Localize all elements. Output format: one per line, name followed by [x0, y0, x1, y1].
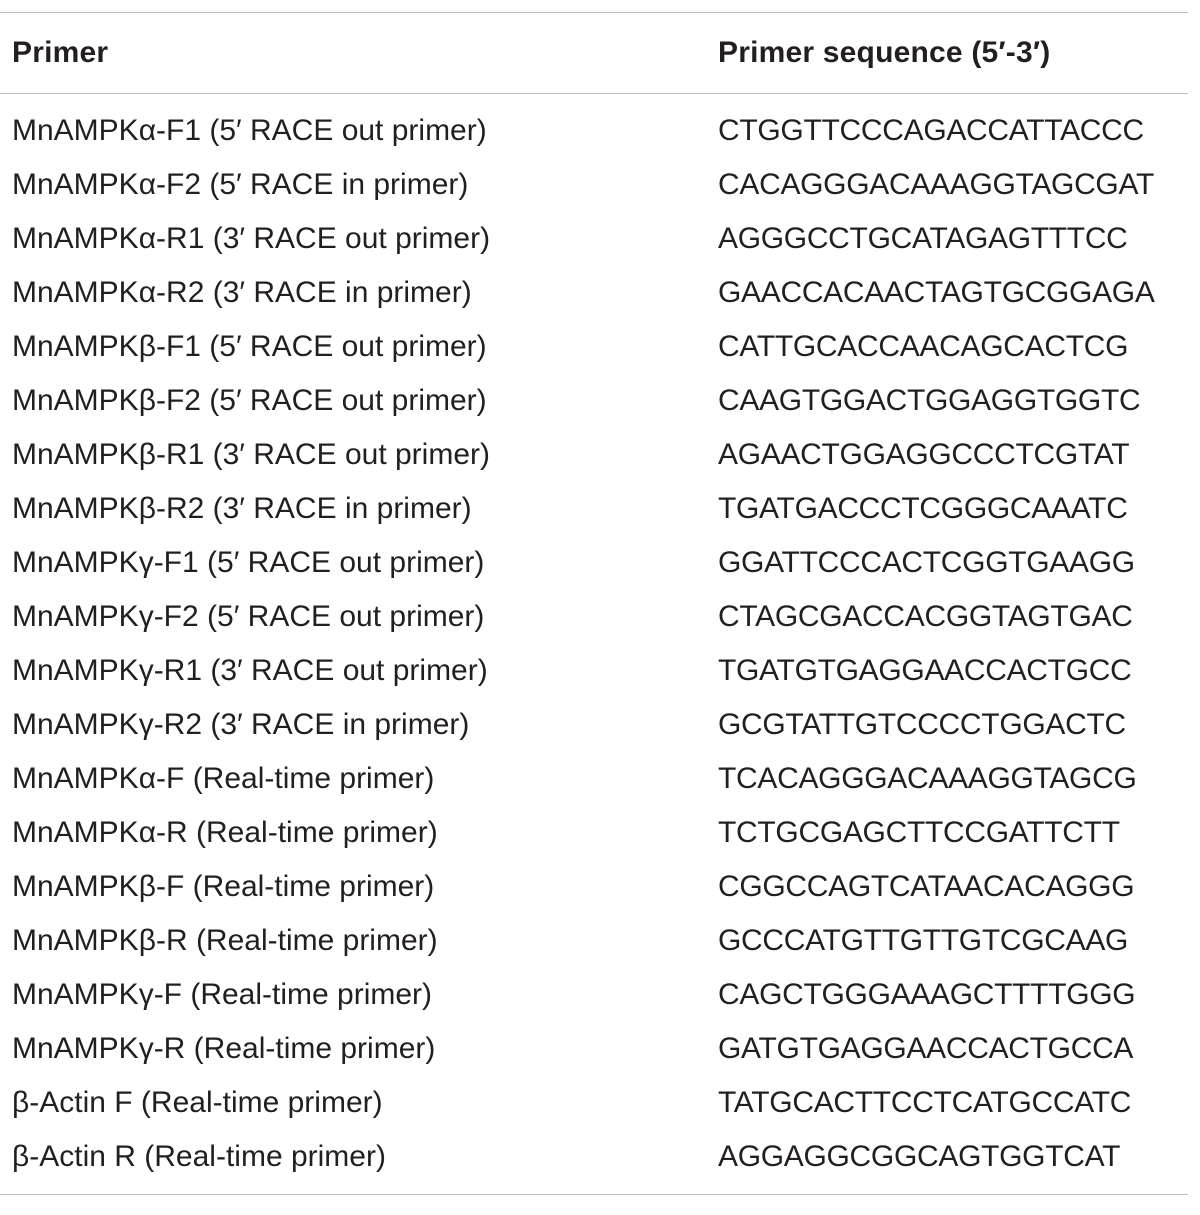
table-row: MnAMPKγ-F1 (5′ RACE out primer) GGATTCCCA…: [0, 536, 1188, 590]
primer-name-cell: MnAMPKβ-R1 (3′ RACE out primer): [12, 438, 490, 471]
primer-sequence-cell: CGGCCAGTCATAACACAGGG: [718, 870, 1135, 903]
table-row: MnAMPKγ-R1 (3′ RACE out primer) TGATGTGAG…: [0, 644, 1188, 698]
table-row: MnAMPKα-F2 (5′ RACE in primer) CACAGGGACA…: [0, 158, 1188, 212]
table-row: MnAMPKβ-R2 (3′ RACE in primer) TGATGACCCT…: [0, 482, 1188, 536]
table-header-rule: [0, 93, 1188, 94]
primer-sequence-cell: TGATGACCCTCGGGCAAATC: [718, 492, 1128, 525]
primer-name-cell: β-Actin F (Real-time primer): [12, 1086, 383, 1119]
table-row: MnAMPKγ-F (Real-time primer) CAGCTGGGAAAG…: [0, 968, 1188, 1022]
primer-sequence-cell: AGAACTGGAGGCCCTCGTAT: [718, 438, 1130, 471]
primer-name-cell: MnAMPKγ-F2 (5′ RACE out primer): [12, 600, 485, 633]
primer-sequence-cell: CAGCTGGGAAAGCTTTTGGG: [718, 978, 1136, 1011]
primer-sequence-cell: GGATTCCCACTCGGTGAAGG: [718, 546, 1135, 579]
primer-name-cell: MnAMPKβ-R (Real-time primer): [12, 924, 438, 957]
table-bottom-rule: [0, 1194, 1188, 1195]
primer-name-cell: MnAMPKα-F2 (5′ RACE in primer): [12, 168, 469, 201]
primer-name-cell: MnAMPKγ-F (Real-time primer): [12, 978, 433, 1011]
table-row: MnAMPKα-R (Real-time primer) TCTGCGAGCTTC…: [0, 806, 1188, 860]
primer-sequence-cell: CAAGTGGACTGGAGGTGGTC: [718, 384, 1141, 417]
primer-sequence-cell: TCTGCGAGCTTCCGATTCTT: [718, 816, 1120, 849]
primer-sequence-cell: CATTGCACCAACAGCACTCG: [718, 330, 1129, 363]
table-header-row: Primer Primer sequence (5′-3′): [0, 13, 1188, 93]
primer-name-cell: MnAMPKα-F (Real-time primer): [12, 762, 435, 795]
table-row: MnAMPKβ-F1 (5′ RACE out primer) CATTGCACC…: [0, 320, 1188, 374]
header-primer: Primer: [12, 36, 109, 69]
table-row: MnAMPKγ-F2 (5′ RACE out primer) CTAGCGACC…: [0, 590, 1188, 644]
table-row: MnAMPKα-R1 (3′ RACE out primer) AGGGCCTGC…: [0, 212, 1188, 266]
primer-name-cell: MnAMPKβ-F1 (5′ RACE out primer): [12, 330, 487, 363]
table-row: MnAMPKβ-R (Real-time primer) GCCCATGTTGTT…: [0, 914, 1188, 968]
primer-name-cell: MnAMPKα-F1 (5′ RACE out primer): [12, 114, 487, 147]
primer-name-cell: MnAMPKβ-R2 (3′ RACE in primer): [12, 492, 472, 525]
table-row: MnAMPKα-F1 (5′ RACE out primer) CTGGTTCCC…: [0, 104, 1188, 158]
header-primer-sequence: Primer sequence (5′-3′): [718, 36, 1051, 69]
primer-name-cell: MnAMPKγ-F1 (5′ RACE out primer): [12, 546, 485, 579]
primer-sequence-cell: CTGGTTCCCAGACCATTACCC: [718, 114, 1144, 147]
primer-name-cell: MnAMPKα-R1 (3′ RACE out primer): [12, 222, 491, 255]
table-row: MnAMPKα-F (Real-time primer) TCACAGGGACAA…: [0, 752, 1188, 806]
primer-name-cell: MnAMPKβ-F2 (5′ RACE out primer): [12, 384, 487, 417]
table-row: β-Actin F (Real-time primer) TATGCACTTCCT…: [0, 1076, 1188, 1130]
table-row: β-Actin R (Real-time primer) AGGAGGCGGCAG…: [0, 1130, 1188, 1184]
table-row: MnAMPKβ-F2 (5′ RACE out primer) CAAGTGGAC…: [0, 374, 1188, 428]
primer-sequence-cell: GCGTATTGTCCCCTGGACTC: [718, 708, 1126, 741]
primer-name-cell: MnAMPKβ-F (Real-time primer): [12, 870, 435, 903]
primer-name-cell: MnAMPKγ-R2 (3′ RACE in primer): [12, 708, 470, 741]
primer-name-cell: MnAMPKγ-R (Real-time primer): [12, 1032, 436, 1065]
primer-table: Primer Primer sequence (5′-3′) MnAMPKα-F…: [0, 12, 1188, 1195]
primer-sequence-cell: GATGTGAGGAACCACTGCCA: [718, 1032, 1134, 1065]
table-row: MnAMPKγ-R2 (3′ RACE in primer) GCGTATTGTC…: [0, 698, 1188, 752]
primer-name-cell: MnAMPKγ-R1 (3′ RACE out primer): [12, 654, 488, 687]
primer-name-cell: β-Actin R (Real-time primer): [12, 1140, 386, 1173]
table-top-rule: [0, 12, 1188, 13]
primer-sequence-cell: CTAGCGACCACGGTAGTGAC: [718, 600, 1133, 633]
primer-sequence-cell: TCACAGGGACAAAGGTAGCG: [718, 762, 1137, 795]
table-row: MnAMPKγ-R (Real-time primer) GATGTGAGGAAC…: [0, 1022, 1188, 1076]
primer-sequence-cell: CACAGGGACAAAGGTAGCGAT: [718, 168, 1154, 201]
table-row: MnAMPKβ-F (Real-time primer) CGGCCAGTCATA…: [0, 860, 1188, 914]
primer-sequence-cell: AGGAGGCGGCAGTGGTCAT: [718, 1140, 1121, 1173]
table-body: MnAMPKα-F1 (5′ RACE out primer) CTGGTTCCC…: [0, 94, 1188, 1194]
primer-name-cell: MnAMPKα-R (Real-time primer): [12, 816, 438, 849]
primer-sequence-cell: GAACCACAACTAGTGCGGAGA: [718, 276, 1155, 309]
primer-sequence-cell: GCCCATGTTGTTGTCGCAAG: [718, 924, 1129, 957]
primer-sequence-cell: AGGGCCTGCATAGAGTTTCC: [718, 222, 1128, 255]
primer-sequence-cell: TGATGTGAGGAACCACTGCC: [718, 654, 1132, 687]
table-row: MnAMPKα-R2 (3′ RACE in primer) GAACCACAAC…: [0, 266, 1188, 320]
table-row: MnAMPKβ-R1 (3′ RACE out primer) AGAACTGGA…: [0, 428, 1188, 482]
primer-sequence-cell: TATGCACTTCCTCATGCCATC: [718, 1086, 1132, 1119]
primer-name-cell: MnAMPKα-R2 (3′ RACE in primer): [12, 276, 472, 309]
